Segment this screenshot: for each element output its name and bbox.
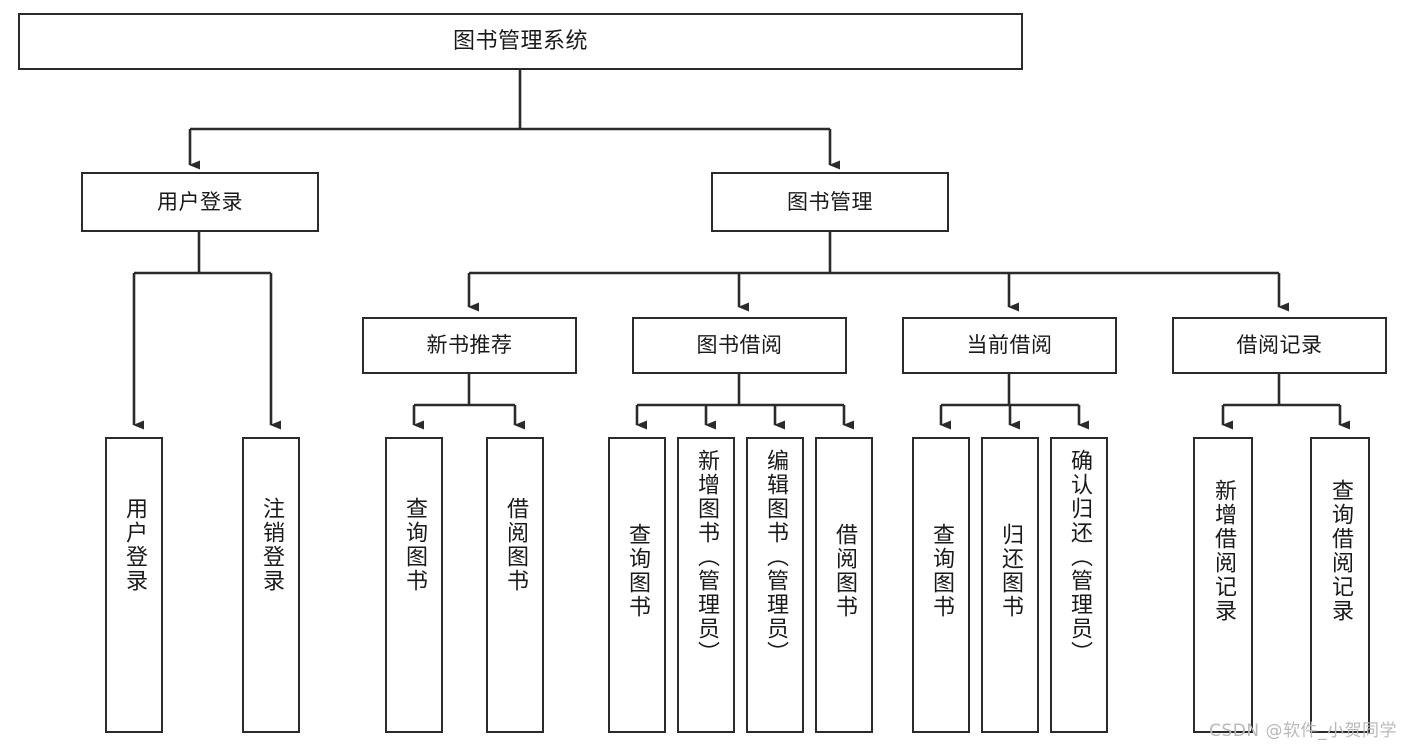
leaf-edit-book-admin[interactable]: 编辑图书（管理员）	[746, 437, 804, 733]
leaf-user-login[interactable]: 用户登录	[105, 437, 163, 733]
leaf-return-book[interactable]: 归还图书	[981, 437, 1039, 733]
node-current-borrow[interactable]: 当前借阅	[902, 317, 1117, 374]
leaf-borrow-book-borrow[interactable]: 借阅图书	[815, 437, 873, 733]
node-label: 当前借阅	[966, 333, 1053, 358]
node-label: 查询图书	[625, 523, 650, 619]
node-book-borrow[interactable]: 图书借阅	[632, 317, 847, 374]
node-label: 归还图书	[998, 523, 1023, 619]
node-label: 查询图书	[402, 497, 427, 593]
node-book-management-system[interactable]: 图书管理系统	[18, 13, 1023, 70]
node-book-management[interactable]: 图书管理	[711, 172, 949, 232]
node-label: 注销登录	[259, 497, 284, 593]
leaf-query-book-recommend[interactable]: 查询图书	[385, 437, 443, 733]
leaf-query-borrow-record[interactable]: 查询借阅记录	[1310, 437, 1370, 733]
leaf-query-book-borrow[interactable]: 查询图书	[608, 437, 666, 733]
leaf-confirm-return-admin[interactable]: 确认归还（管理员）	[1050, 437, 1108, 733]
csdn-watermark: CSDN @软件_小贺同学	[1209, 721, 1397, 741]
node-label: 查询借阅记录	[1328, 479, 1353, 623]
node-new-book-recommend[interactable]: 新书推荐	[362, 317, 577, 374]
node-label: 查询图书	[929, 523, 954, 619]
node-label: 图书管理	[787, 189, 873, 214]
node-label: 用户登录	[122, 497, 147, 593]
node-label: 新增借阅记录	[1211, 479, 1236, 623]
node-label: 编辑图书（管理员）	[763, 449, 788, 665]
node-label: 用户登录	[157, 189, 243, 214]
leaf-add-book-admin[interactable]: 新增图书（管理员）	[677, 437, 735, 733]
node-label: 借阅图书	[832, 523, 857, 619]
node-label: 确认归还（管理员）	[1067, 449, 1092, 665]
node-label: 新书推荐	[426, 333, 513, 358]
leaf-add-borrow-record[interactable]: 新增借阅记录	[1193, 437, 1253, 733]
leaf-query-book-current[interactable]: 查询图书	[912, 437, 970, 733]
leaf-user-logout[interactable]: 注销登录	[242, 437, 300, 733]
node-label: 图书借阅	[696, 333, 783, 358]
node-borrow-record[interactable]: 借阅记录	[1172, 317, 1387, 374]
node-label: 借阅图书	[503, 497, 528, 593]
node-label: 图书管理系统	[452, 28, 588, 54]
leaf-borrow-book-recommend[interactable]: 借阅图书	[486, 437, 544, 733]
node-label: 借阅记录	[1236, 333, 1323, 358]
node-label: 新增图书（管理员）	[694, 449, 719, 665]
node-user-login[interactable]: 用户登录	[81, 172, 319, 232]
